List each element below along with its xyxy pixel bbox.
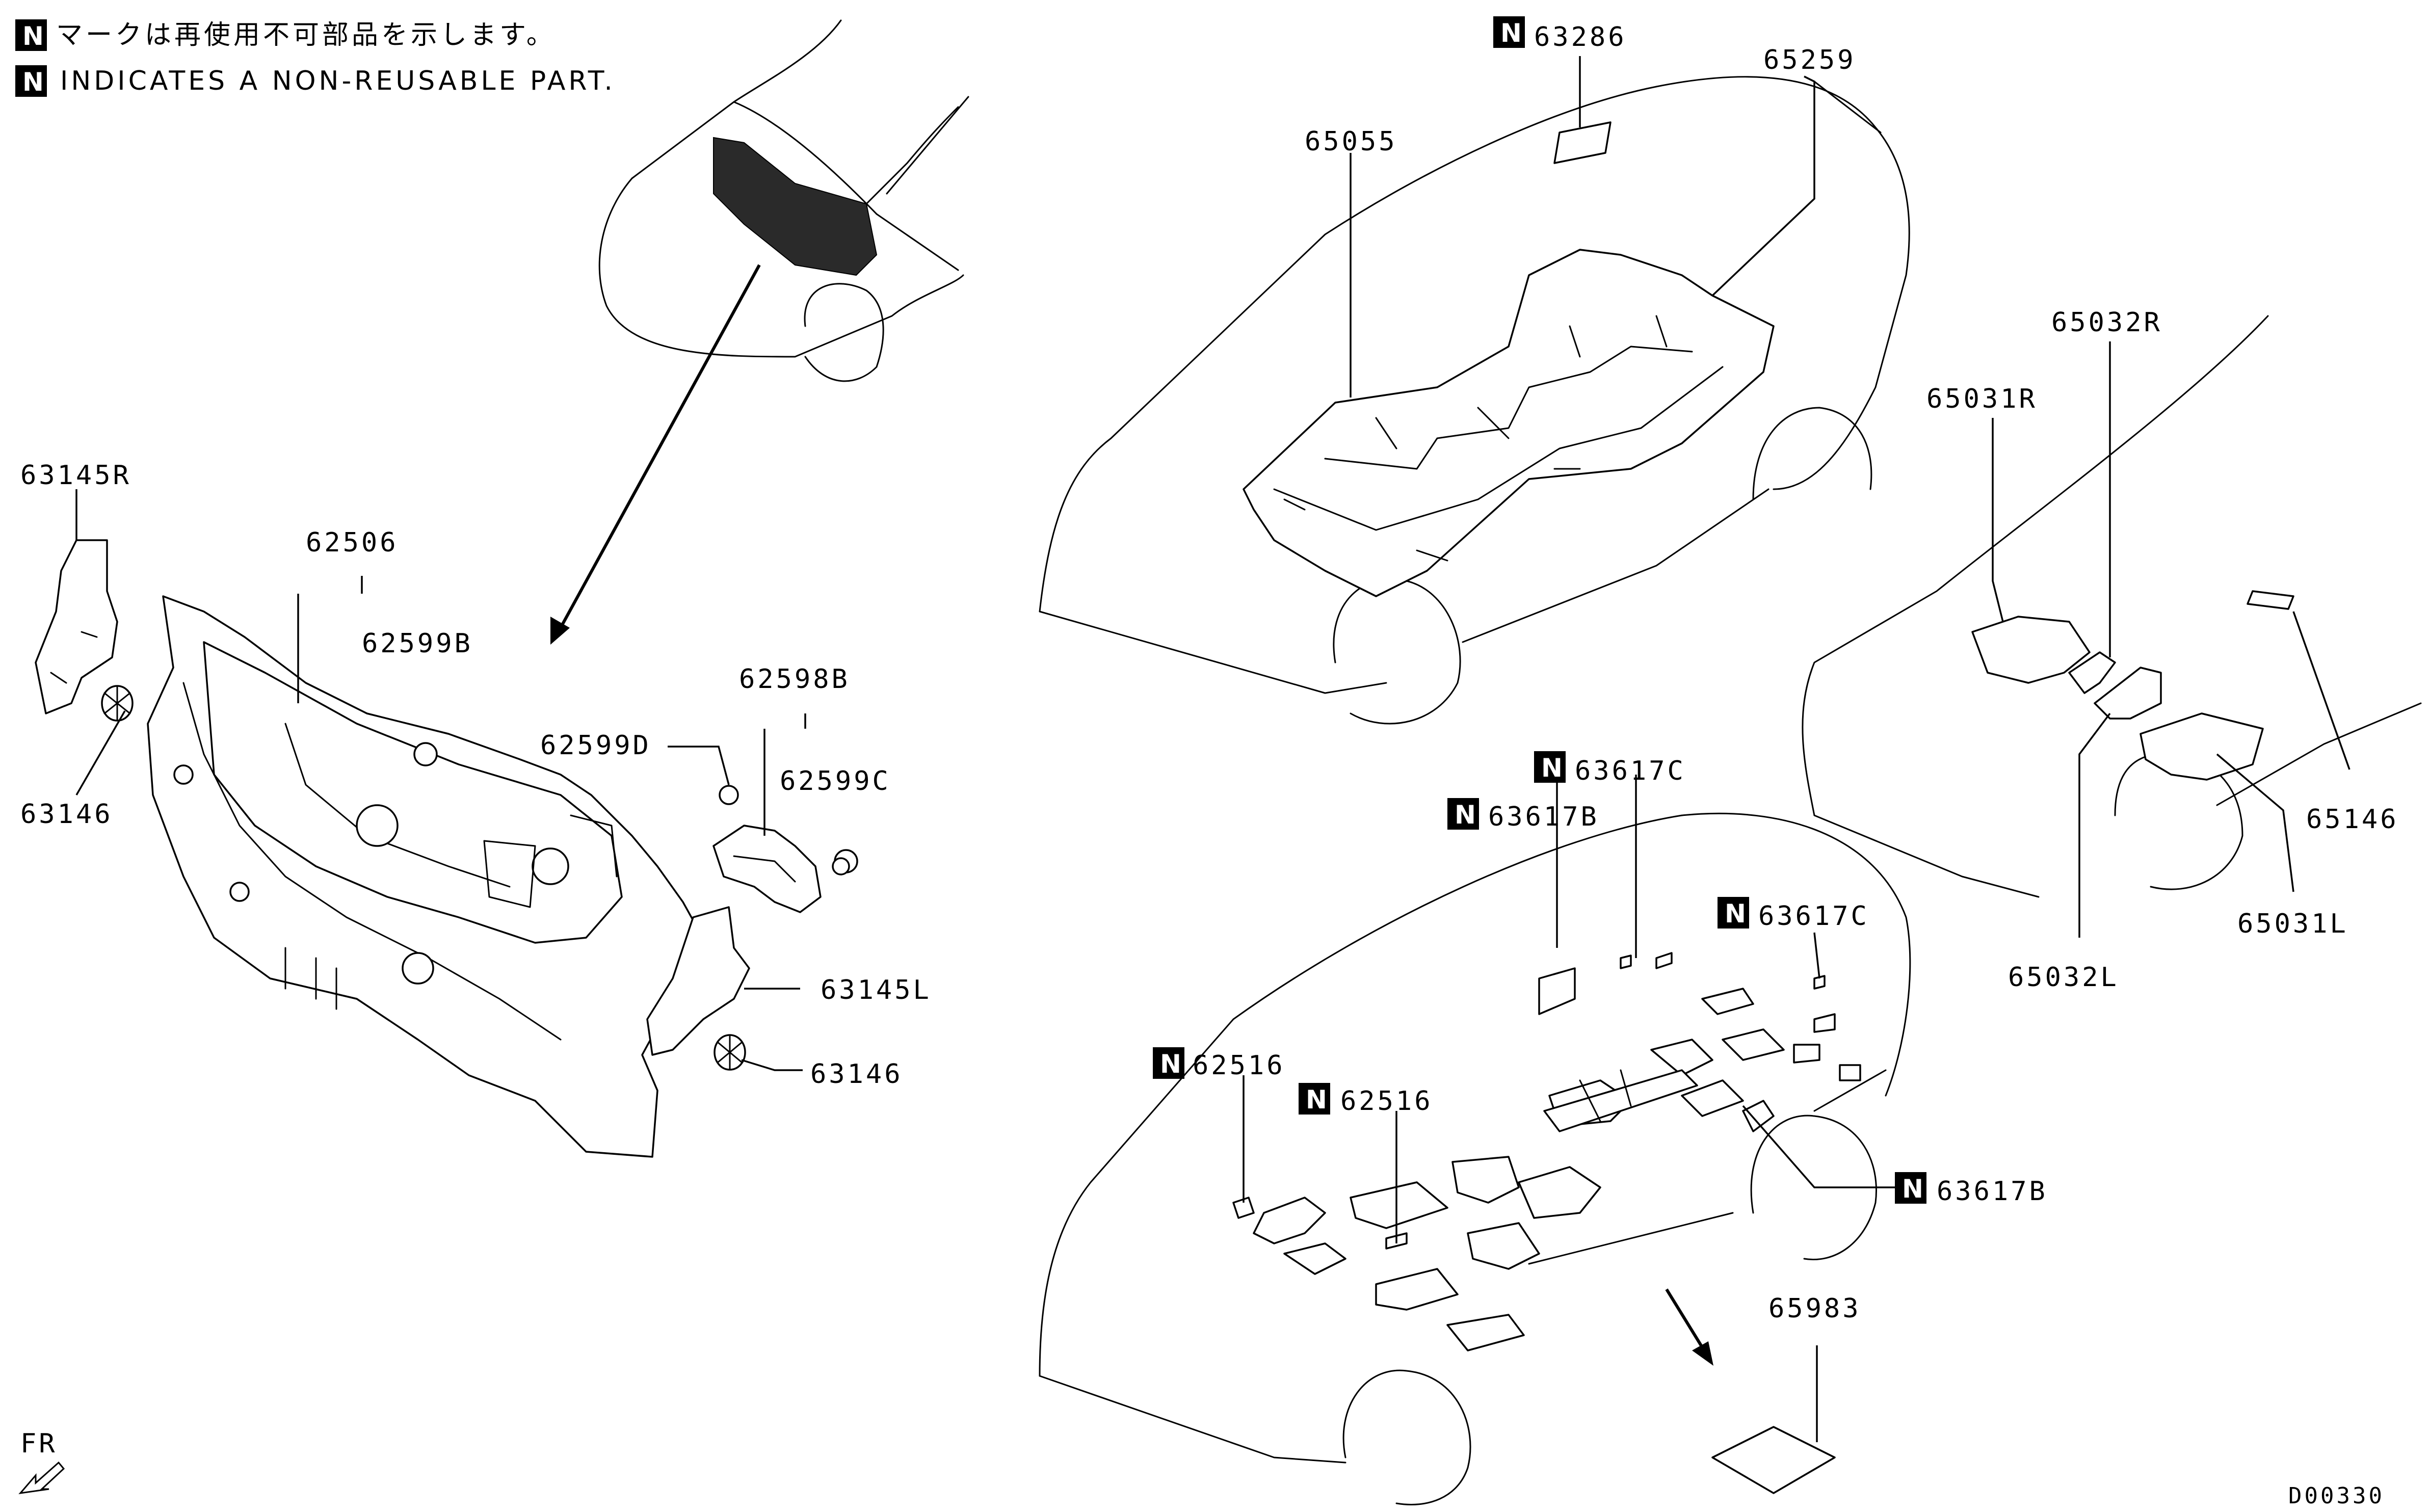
note-en: N INDICATES A NON-REUSABLE PART. [15,65,616,97]
svg-text:N: N [1306,1085,1327,1115]
svg-text:62516: 62516 [1193,1050,1285,1081]
fr-indicator: FR [18,1428,65,1495]
label-63146-a: 63146 [20,799,113,830]
svg-text:N: N [1902,1174,1923,1204]
label-62599B: 62599B [362,628,473,659]
svg-text:63617C: 63617C [1575,756,1686,786]
insulator-65032R [2068,651,2116,694]
floor-car-outline [1039,812,1911,1505]
carpet-car-outline [1039,76,1910,725]
svg-text:63617B: 63617B [1488,802,1599,832]
label-62516-b: N 62516 [1299,1083,1433,1117]
svg-text:N: N [22,67,44,97]
label-63617B-a: N 63617B [1447,798,1599,832]
svg-text:N: N [1160,1049,1181,1079]
labels-top-mid: N 63286 65259 65055 [1305,16,1856,157]
svg-text:N: N [1500,18,1522,48]
fr-arrow-icon [18,1461,65,1495]
insulator-65032L [2094,667,2162,720]
svg-text:INDICATES A NON-REUSABLE PART.: INDICATES A NON-REUSABLE PART. [60,66,616,96]
label-63145L: 63145L [821,975,932,1005]
labels-right: 65032R 65031R 65146 65031L 65032L [1926,307,2399,993]
arrow-head-1 [550,617,570,645]
label-63617C-a: N 63617C [1534,751,1686,786]
label-65055: 65055 [1305,126,1397,157]
clip-62599D [719,785,739,805]
svg-text:63617C: 63617C [1758,901,1869,932]
svg-text:63286: 63286 [1534,22,1627,52]
svg-text:N: N [22,21,44,51]
label-62506: 62506 [306,527,399,558]
note-jp: N マークは再使用不可部品を示します。 [15,19,556,51]
svg-text:N: N [1455,800,1476,830]
label-65031R: 65031R [1926,384,2038,414]
big-arrow-2 [1665,1288,1709,1357]
clip-62599B [413,742,438,766]
label-63145R: 63145R [20,460,131,491]
leaders-top-mid [1350,56,1815,397]
floor-insulators [1232,952,1861,1351]
bracket-62598B [712,825,822,913]
label-62516-a: N 62516 [1153,1047,1285,1081]
trunk-car-outline [1802,315,2422,898]
arrow-head-2 [1692,1341,1713,1366]
labels-bottom: N 63617C N 63617B N 63617C N 62516 N 625… [1153,751,2048,1324]
leaders-left [75,489,806,1071]
svg-text:62516: 62516 [1340,1086,1433,1117]
label-65259: 65259 [1763,45,1856,75]
label-62598B: 62598B [739,664,850,695]
leaders-bottom [1243,775,1896,1442]
label-63617C-b: N 63617C [1718,897,1869,932]
svg-text:マークは再使用不可部品を示します。: マークは再使用不可部品を示します。 [56,20,556,50]
clip-62599C [832,849,858,876]
label-65983: 65983 [1768,1293,1861,1324]
floor-carpet-65259 [1243,249,1775,597]
pad-65146 [2247,590,2294,610]
label-63146-b: 63146 [810,1059,903,1090]
svg-text:N: N [1541,753,1563,783]
label-62599D: 62599D [540,730,651,761]
insulator-63286 [1553,121,1612,164]
big-arrow-1 [554,264,761,638]
label-63617B-b: N 63617B [1895,1172,2048,1207]
grommet-63146-a [101,685,134,722]
label-65032R: 65032R [2051,307,2162,338]
label-65032L: 65032L [2008,962,2119,993]
grommet-63146-b [714,1034,746,1071]
diagram-code: D00330 [2288,1483,2385,1509]
insulator-63145R [35,539,118,714]
insulator-65031L [2140,712,2264,781]
svg-text:FR: FR [20,1428,58,1459]
leaders-right [1992,341,2350,938]
insulator-63145L [646,906,750,1056]
insulator-65031R [1971,616,2091,684]
label-63286: N 63286 [1493,16,1627,52]
svg-text:N: N [1725,899,1746,929]
label-62599C: 62599C [780,766,891,797]
front-car-outline [598,19,969,382]
label-65031L: 65031L [2237,909,2348,939]
svg-text:63617B: 63617B [1937,1176,2048,1207]
labels-left: 63145R 62506 62599B 62598B 62599D 62599C… [20,460,932,1090]
label-65146: 65146 [2306,804,2399,835]
pad-65983 [1711,1426,1836,1494]
dash-panel-62506 [147,595,709,1158]
